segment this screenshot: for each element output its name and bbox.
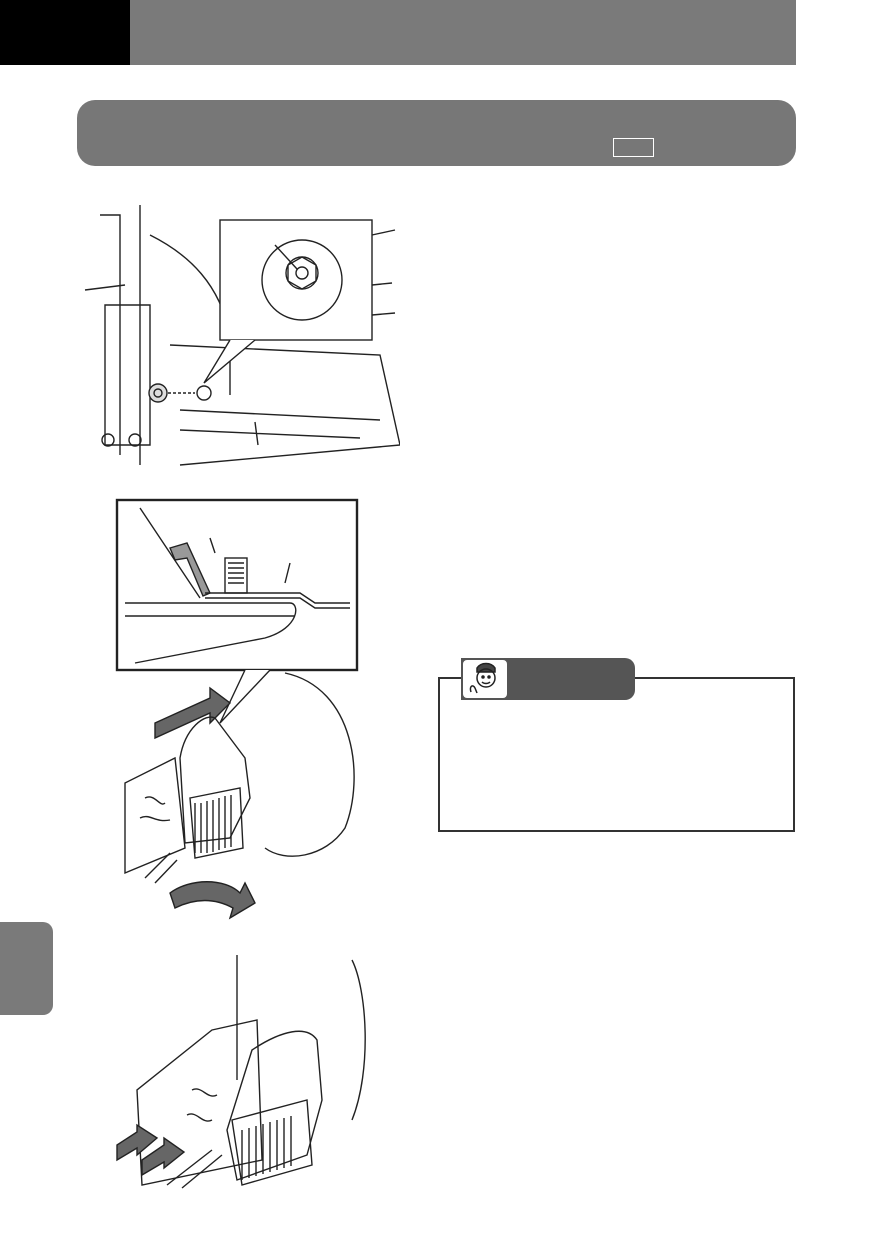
section-badge (613, 138, 654, 157)
chapter-block (0, 0, 130, 65)
mechanic-face-icon (461, 658, 509, 700)
page-header-bar (130, 0, 796, 65)
section-title-bar (77, 100, 796, 166)
illustration-lamp-removal (115, 498, 365, 933)
illustration-bolt-removal (80, 195, 400, 480)
tip-box (438, 677, 795, 832)
tip-title (515, 668, 630, 688)
chapter-side-tab (0, 922, 53, 1015)
illustration-connector-disconnect (112, 950, 372, 1190)
tip-text (452, 712, 782, 822)
